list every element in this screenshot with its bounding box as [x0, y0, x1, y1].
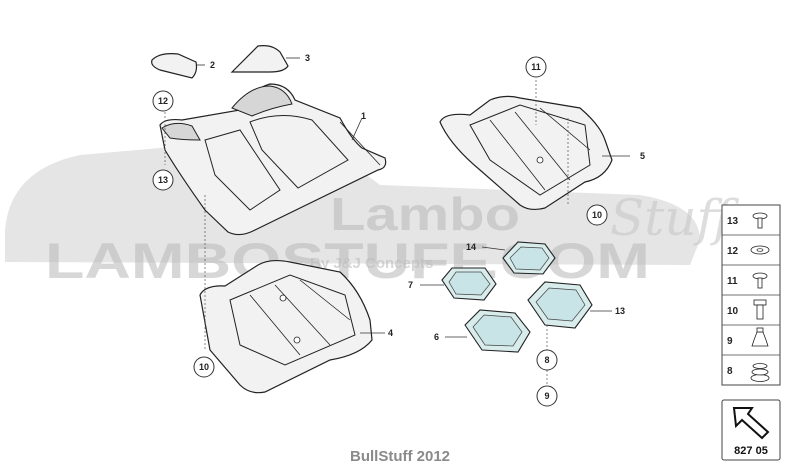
svg-text:11: 11	[531, 62, 541, 72]
svg-text:10: 10	[199, 362, 209, 372]
svg-text:10: 10	[592, 210, 602, 220]
footer-credit: BullStuff 2012	[349, 448, 451, 465]
svg-text:8: 8	[544, 355, 549, 365]
screw-icon	[752, 272, 768, 289]
callout-12: 12	[152, 90, 174, 112]
svg-text:12: 12	[727, 246, 739, 257]
callout-10-right: 10	[586, 204, 608, 226]
watermark-script: Stuff	[610, 189, 740, 247]
svg-text:13: 13	[158, 175, 168, 185]
callout-15: 14	[466, 242, 476, 252]
legend-item-10: 10	[727, 299, 767, 320]
callout-8: 8	[536, 349, 558, 371]
part-5-frame	[439, 95, 613, 211]
svg-text:8: 8	[727, 366, 733, 377]
bolt-icon	[753, 299, 767, 320]
svg-text:12: 12	[158, 96, 168, 106]
part-15-panel	[502, 241, 556, 275]
part-1-engine-cover	[159, 83, 387, 236]
legend-item-8: 8	[727, 363, 770, 382]
watermark-script-prefix: Lambo	[330, 188, 520, 240]
part-2-cover	[151, 53, 198, 79]
screw-icon	[752, 212, 768, 229]
part-3-cover	[230, 45, 289, 73]
svg-text:13: 13	[727, 216, 739, 227]
clip-icon	[751, 327, 769, 347]
svg-text:10: 10	[727, 306, 739, 317]
legend-item-12: 12	[727, 245, 770, 257]
legend-item-9: 9	[727, 327, 769, 347]
callout-2: 2	[210, 60, 215, 70]
catalog-code: 827 05	[734, 445, 768, 457]
part-6-panel	[464, 309, 531, 353]
watermark-sub: By J&J Concepts	[310, 255, 433, 272]
callout-5: 5	[640, 151, 645, 161]
spring-nut-icon	[750, 363, 770, 382]
callout-13: 13	[152, 169, 174, 191]
part-14-panel	[527, 281, 593, 329]
callout-4: 4	[388, 328, 393, 338]
callout-10-left: 10	[193, 356, 215, 378]
svg-text:9: 9	[544, 391, 549, 401]
washer-icon	[750, 245, 770, 255]
hardware-legend: 13 12 11 10	[721, 204, 781, 386]
callout-9: 9	[536, 385, 558, 407]
callout-11: 11	[525, 56, 547, 78]
svg-text:11: 11	[727, 276, 738, 287]
callout-1: 1	[361, 111, 366, 121]
legend-item-11: 11	[727, 272, 768, 289]
legend-item-13: 13	[727, 212, 768, 229]
arrow-icon	[732, 407, 770, 440]
callouts: 1 2 3 4 5 6 7 13 14 8 9 10 10 11 1	[152, 53, 645, 407]
callout-14: 13	[615, 306, 625, 316]
part-7-panel	[441, 267, 497, 301]
catalog-box: 827 05	[721, 399, 781, 461]
callout-6: 6	[434, 332, 439, 342]
callout-7: 7	[408, 280, 413, 290]
callout-3: 3	[305, 53, 310, 63]
part-4-frame	[199, 259, 373, 394]
svg-text:9: 9	[727, 336, 733, 347]
